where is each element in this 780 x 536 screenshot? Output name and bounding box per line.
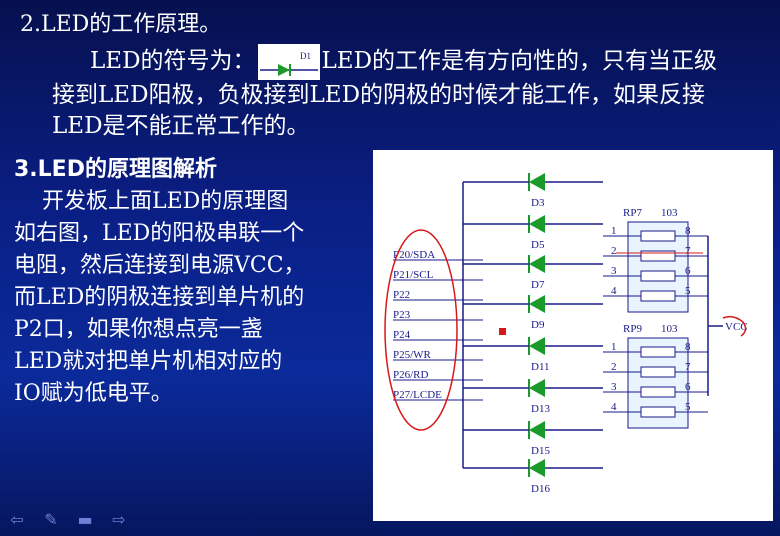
diode <box>529 337 545 355</box>
led-intro-paragraph: LED的符号为： D1 LED的工作是有方向性的，只有当正级接到LED阳极，负极… <box>52 44 732 142</box>
section3-line: 如右图，LED的阳极串联一个 <box>14 221 305 246</box>
port-label: P26/RD <box>393 369 429 381</box>
diode <box>529 173 545 191</box>
pin-label: 1 <box>611 225 617 237</box>
pin-label: 3 <box>611 381 617 393</box>
resistor <box>640 290 676 302</box>
vcc-label: VCC <box>725 321 748 333</box>
section3-line: LED就对把单片机相对应的 <box>14 349 283 374</box>
diode-label: D11 <box>531 361 550 373</box>
resistor <box>640 406 676 418</box>
rp9-name: RP9 <box>623 323 642 335</box>
port-label: P23 <box>393 309 411 321</box>
pin-label: 2 <box>611 245 617 257</box>
section3-line: IO赋为低电平。 <box>14 381 173 406</box>
pen-icon[interactable]: ✎ <box>44 510 58 529</box>
led-intro-before: LED的符号为： <box>90 48 256 74</box>
rp7-value: 103 <box>661 207 678 219</box>
pin-label: 4 <box>611 401 617 413</box>
section3-text: 3.LED的原理图解析 开发板上面LED的原理图 如右图，LED的阳极串联一个 … <box>14 154 364 410</box>
annotation-dot <box>499 328 506 335</box>
section3-heading: 3.LED的原理图解析 <box>14 157 217 182</box>
annotation-scribble <box>722 315 747 337</box>
resistor <box>640 270 676 282</box>
port-label: P22 <box>393 289 410 301</box>
port-label: P21/SCL <box>393 269 434 281</box>
port-label: P20/SDA <box>393 249 435 261</box>
led-intro-after: LED的工作是有方向性的，只有当正级接到LED阳极，负极接到LED的阴极的时候才… <box>52 48 718 139</box>
diode-label: D9 <box>531 319 545 331</box>
section3-line: 而LED的阴极连接到单片机的 <box>14 285 305 310</box>
diode <box>529 215 545 233</box>
diode <box>529 379 545 397</box>
diode <box>529 421 545 439</box>
diode-label: D7 <box>531 279 545 291</box>
back-arrow-icon[interactable]: ⇦ <box>10 510 24 529</box>
section3-line: 电阻，然后连接到电源VCC， <box>14 253 306 278</box>
diode <box>529 295 545 313</box>
diode-label: D5 <box>531 239 545 251</box>
annotation-circle <box>384 229 458 431</box>
menu-icon[interactable]: ▬ <box>77 510 93 529</box>
pin-label: 8 <box>685 225 691 237</box>
diode-label: D3 <box>531 197 545 209</box>
slide-title: 2.LED的工作原理。 <box>20 12 222 37</box>
pin-label: 1 <box>611 341 617 353</box>
port-label: P27/LCDE <box>393 389 442 401</box>
pin-label: 3 <box>611 265 617 277</box>
rp7-name: RP7 <box>623 207 642 219</box>
pin-label: 7 <box>685 361 691 373</box>
resistor <box>640 346 676 358</box>
pin-label: 6 <box>685 265 691 277</box>
resistor <box>640 386 676 398</box>
pin-label: 5 <box>685 401 691 413</box>
port-label: P25/WR <box>393 349 432 361</box>
section3-line: 开发板上面LED的原理图 <box>41 189 289 214</box>
pin-label: 5 <box>685 285 691 297</box>
diode <box>529 255 545 273</box>
resistor <box>640 230 676 242</box>
port-label: P24 <box>393 329 411 341</box>
pin-label: 7 <box>685 245 691 257</box>
slide-nav: ⇦ ✎ ▬ ⇨ <box>6 512 130 528</box>
diode <box>529 459 545 477</box>
diode-label: D13 <box>531 403 550 415</box>
forward-arrow-icon[interactable]: ⇨ <box>112 510 126 529</box>
section3-body: 开发板上面LED的原理图 如右图，LED的阳极串联一个 电阻，然后连接到电源VC… <box>14 186 364 410</box>
section3-line: P2口，如果你想点亮一盏 <box>14 317 263 342</box>
diode-label: D16 <box>531 483 550 495</box>
pin-label: 2 <box>611 361 617 373</box>
resistor <box>640 366 676 378</box>
pin-label: 6 <box>685 381 691 393</box>
pin-label: 4 <box>611 285 617 297</box>
rp9-value: 103 <box>661 323 678 335</box>
pin-label: 8 <box>685 341 691 353</box>
led-symbol-image: D1 <box>257 44 320 80</box>
diode-label: D15 <box>531 445 550 457</box>
led-symbol-label: D1 <box>300 51 311 61</box>
